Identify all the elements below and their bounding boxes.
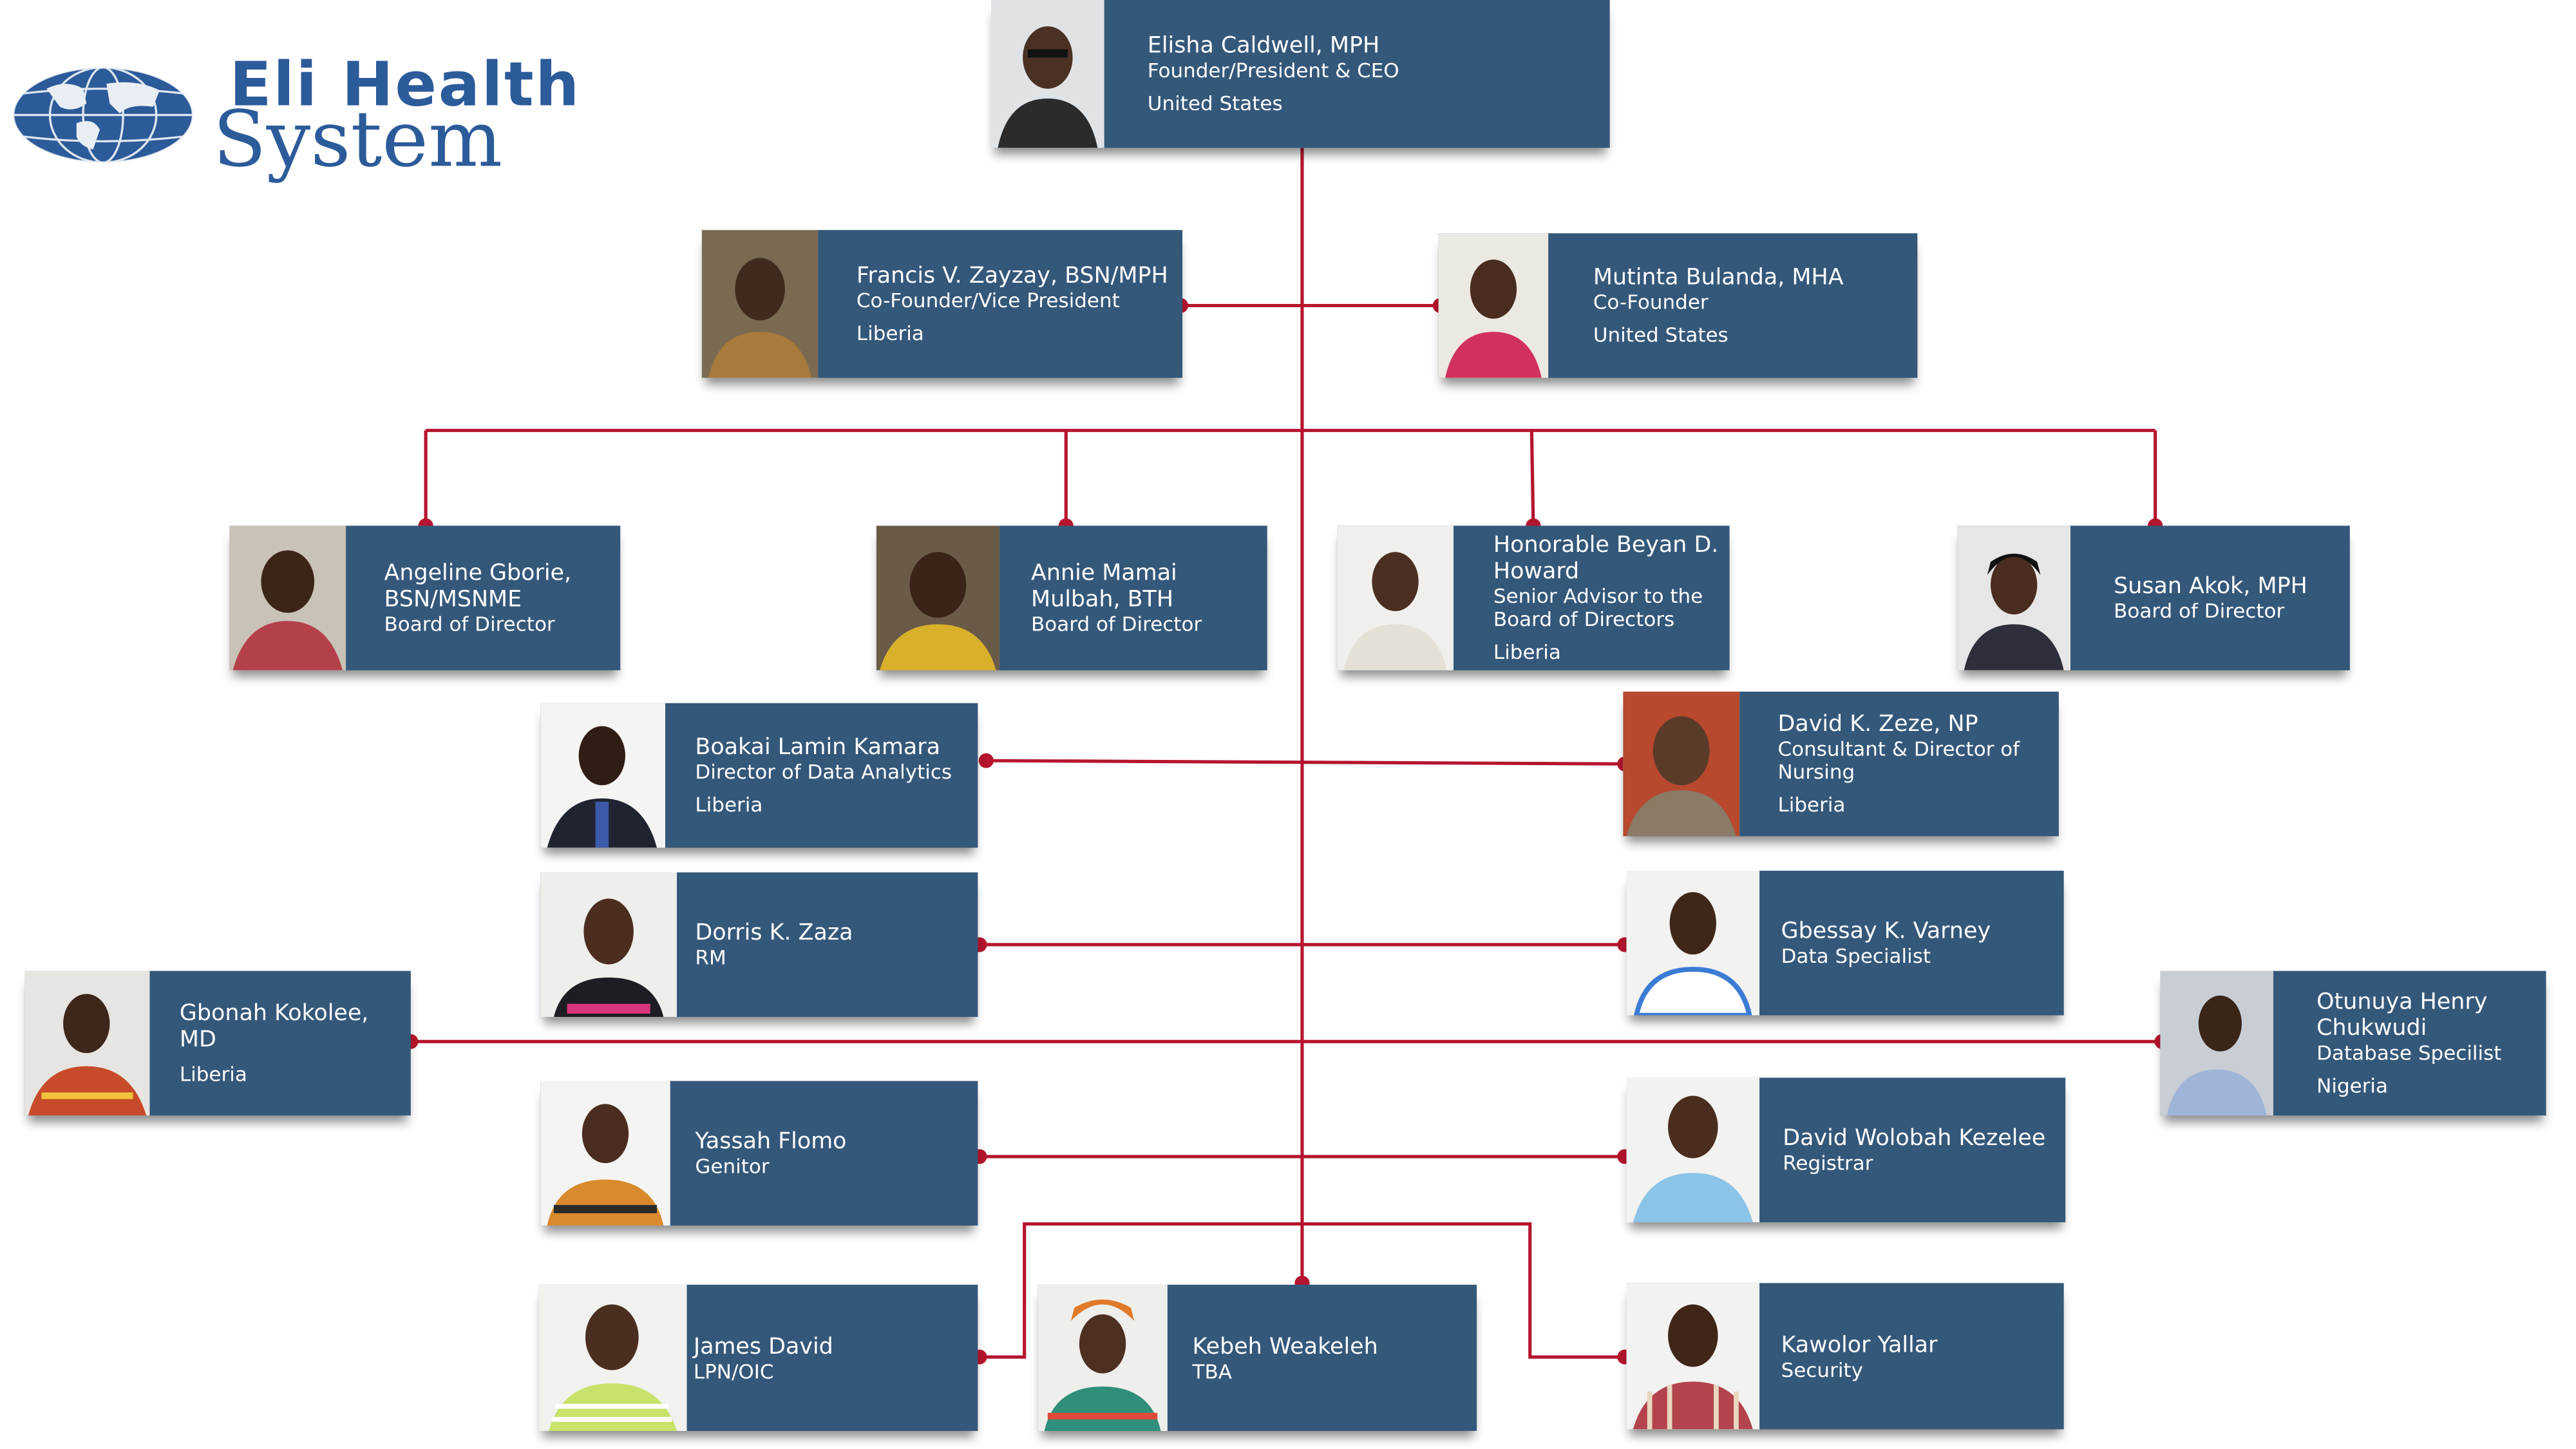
kamara-photo bbox=[540, 703, 665, 848]
james-david-role: LPN/OIC bbox=[693, 1359, 774, 1383]
board-drop-howard bbox=[1530, 430, 1535, 526]
card-yallar[interactable]: Kawolor Yallar Security bbox=[1626, 1283, 2064, 1430]
gborie-role: Board of Director bbox=[384, 612, 555, 636]
varney-photo bbox=[1626, 871, 1760, 1016]
bulanda-location: United States bbox=[1593, 323, 1728, 347]
card-zeze[interactable]: David K. Zeze, NP Consultant & Director … bbox=[1623, 691, 2059, 837]
card-ceo[interactable]: Elisha Caldwell, MPH Founder/President &… bbox=[991, 0, 1610, 148]
card-kezelee[interactable]: David Wolobah Kezelee Registrar bbox=[1626, 1077, 2066, 1222]
kokolee-name: Gbonah Kokolee, MD bbox=[179, 1000, 369, 1054]
card-weakeleh[interactable]: Kebeh Weakeleh TBA bbox=[1037, 1284, 1477, 1431]
card-akok[interactable]: Susan Akok, MPH Board of Director bbox=[1957, 526, 2350, 670]
mulbah-role: Board of Director bbox=[1031, 612, 1202, 636]
ceo-location: United States bbox=[1147, 91, 1283, 115]
bulanda-name: Mutinta Bulanda, MHA bbox=[1593, 264, 1844, 291]
kamara-zeze-line bbox=[986, 759, 1625, 766]
zeze-role: Consultant & Director of Nursing bbox=[1777, 737, 2020, 784]
zaza-name: Dorris K. Zaza bbox=[695, 920, 853, 947]
kokolee-location: Liberia bbox=[179, 1063, 247, 1086]
varney-role: Data Specialist bbox=[1781, 944, 1931, 968]
card-james-david[interactable]: James David LPN/OIC bbox=[538, 1284, 978, 1431]
card-varney[interactable]: Gbessay K. Varney Data Specialist bbox=[1626, 871, 2064, 1016]
gborie-name: Angeline Gborie, BSN/MSNME bbox=[384, 560, 572, 613]
james-david-photo bbox=[538, 1284, 687, 1431]
flomo-photo bbox=[540, 1081, 670, 1226]
kokolee-photo bbox=[24, 971, 150, 1116]
flomo-name: Yassah Flomo bbox=[695, 1128, 847, 1155]
weakeleh-photo bbox=[1037, 1284, 1168, 1431]
kezelee-name: David Wolobah Kezelee bbox=[1783, 1125, 2046, 1152]
card-howard[interactable]: Honorable Beyan D. Howard Senior Advisor… bbox=[1337, 526, 1730, 670]
bulanda-photo bbox=[1438, 233, 1549, 378]
mulbah-photo bbox=[876, 526, 999, 670]
bottom-branch-line bbox=[979, 1222, 1625, 1359]
zeze-location: Liberia bbox=[1777, 793, 1846, 817]
kamara-name: Boakai Lamin Kamara bbox=[695, 734, 940, 761]
logo-title-line2: System bbox=[213, 95, 503, 186]
card-kamara[interactable]: Boakai Lamin Kamara Director of Data Ana… bbox=[540, 703, 978, 848]
zayzay-role: Co-Founder/Vice President bbox=[856, 289, 1120, 312]
card-flomo[interactable]: Yassah Flomo Genitor bbox=[540, 1081, 978, 1226]
zayzay-location: Liberia bbox=[856, 321, 924, 345]
card-chukwudi[interactable]: Otunuya Henry Chukwudi Database Specilis… bbox=[2160, 971, 2546, 1116]
howard-role: Senior Advisor to the Board of Directors bbox=[1493, 585, 1703, 631]
gborie-photo bbox=[229, 526, 346, 670]
zaza-role: RM bbox=[695, 946, 726, 970]
akok-photo bbox=[1957, 526, 2070, 670]
card-bulanda[interactable]: Mutinta Bulanda, MHA Co-Founder United S… bbox=[1438, 233, 1918, 378]
weakeleh-role: TBA bbox=[1192, 1359, 1232, 1383]
akok-name: Susan Akok, MPH bbox=[2114, 573, 2307, 600]
james-david-name: James David bbox=[693, 1333, 833, 1359]
zayzay-photo bbox=[701, 230, 819, 378]
zaza-photo bbox=[540, 872, 677, 1018]
ceo-name: Elisha Caldwell, MPH bbox=[1147, 33, 1380, 59]
chukwudi-role: Database Specilist bbox=[2316, 1041, 2502, 1065]
howard-photo bbox=[1337, 526, 1454, 670]
globe-icon bbox=[12, 66, 194, 164]
bulanda-role: Co-Founder bbox=[1593, 290, 1709, 314]
card-zayzay[interactable]: Francis V. Zayzay, BSN/MPH Co-Founder/Vi… bbox=[701, 230, 1183, 378]
card-kokolee[interactable]: Gbonah Kokolee, MD Liberia bbox=[24, 971, 411, 1116]
zeze-name: David K. Zeze, NP bbox=[1777, 711, 1978, 738]
chukwudi-photo bbox=[2160, 971, 2274, 1116]
akok-role: Board of Director bbox=[2114, 600, 2285, 623]
zeze-photo bbox=[1623, 691, 1740, 837]
yallar-name: Kawolor Yallar bbox=[1781, 1331, 1938, 1358]
zayzay-name: Francis V. Zayzay, BSN/MPH bbox=[856, 263, 1168, 289]
weakeleh-name: Kebeh Weakeleh bbox=[1192, 1333, 1378, 1359]
kamara-location: Liberia bbox=[695, 793, 763, 817]
kamara-role: Director of Data Analytics bbox=[695, 761, 952, 784]
ceo-role: Founder/President & CEO bbox=[1147, 59, 1399, 82]
chukwudi-name: Otunuya Henry Chukwudi bbox=[2316, 989, 2488, 1042]
card-gborie[interactable]: Angeline Gborie, BSN/MSNME Board of Dire… bbox=[229, 526, 621, 670]
ceo-photo bbox=[991, 0, 1104, 148]
varney-name: Gbessay K. Varney bbox=[1781, 918, 1991, 945]
howard-location: Liberia bbox=[1493, 640, 1561, 664]
card-zaza[interactable]: Dorris K. Zaza RM bbox=[540, 872, 978, 1018]
yallar-photo bbox=[1626, 1283, 1760, 1430]
mulbah-name: Annie Mamai Mulbah, BTH bbox=[1031, 560, 1177, 613]
logo-title-line1: Eli Health bbox=[229, 49, 581, 120]
kezelee-role: Registrar bbox=[1783, 1151, 1873, 1175]
flomo-role: Genitor bbox=[695, 1155, 770, 1179]
chukwudi-location: Nigeria bbox=[2316, 1074, 2389, 1098]
kezelee-photo bbox=[1626, 1077, 1760, 1222]
yallar-role: Security bbox=[1781, 1358, 1863, 1381]
card-mulbah[interactable]: Annie Mamai Mulbah, BTH Board of Directo… bbox=[876, 526, 1267, 670]
company-logo: Eli Health System bbox=[10, 50, 724, 198]
howard-name: Honorable Beyan D. Howard bbox=[1493, 532, 1719, 585]
